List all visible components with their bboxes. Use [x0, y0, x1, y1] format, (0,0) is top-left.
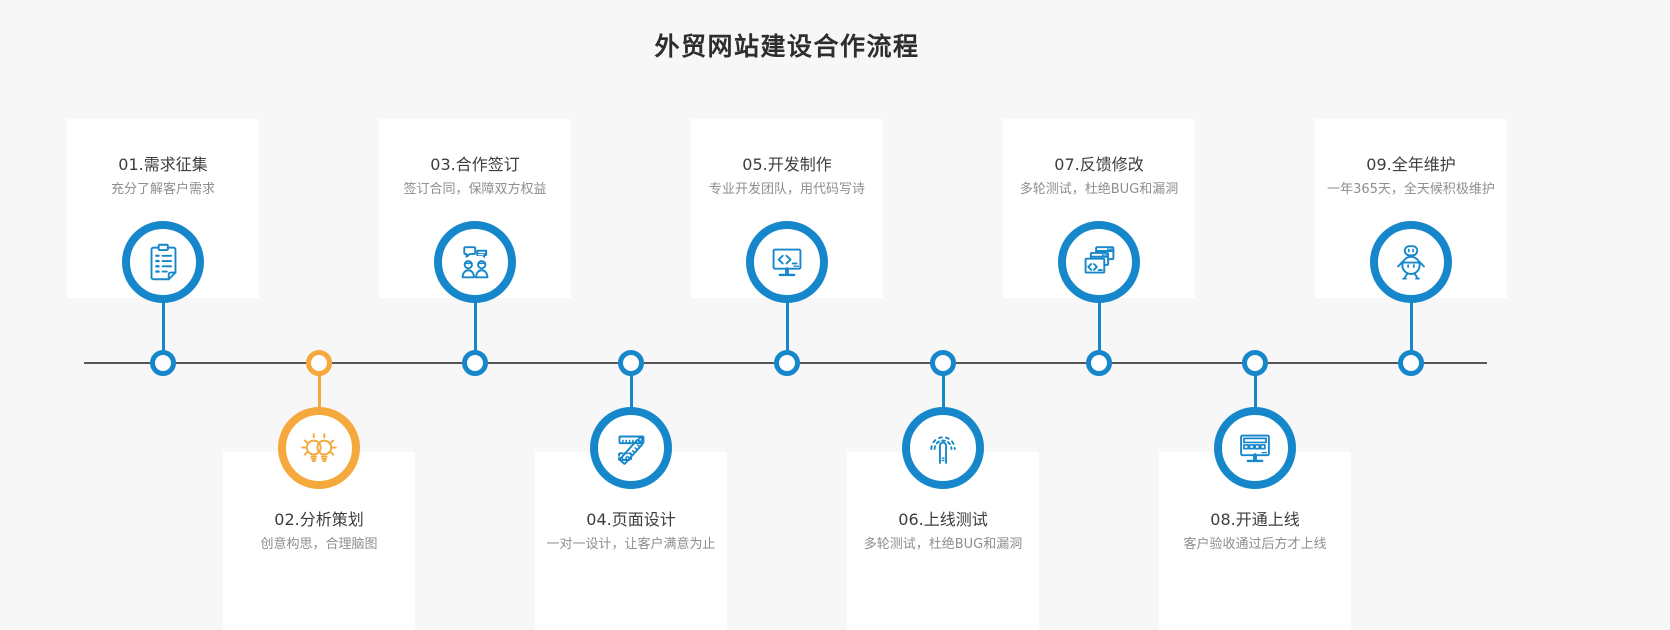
step-icon-circle	[434, 221, 516, 303]
page-title: 外贸网站建设合作流程	[654, 32, 920, 61]
step-description: 签订合同，保障双方权益	[403, 182, 547, 197]
step-title: 02.分析策划	[274, 510, 364, 529]
negotiation-people-icon	[452, 239, 498, 285]
step-title: 05.开发制作	[742, 155, 832, 174]
idea-bulbs-icon	[296, 425, 342, 471]
step-card: 09.全年维护一年365天，全天候积极维护	[1315, 119, 1507, 298]
step-icon-circle	[590, 407, 672, 489]
process-step: 04.页面设计一对一设计，让客户满意为止	[535, 0, 727, 630]
timeline-node	[1398, 350, 1424, 376]
tap-test-icon	[920, 425, 966, 471]
timeline-node	[150, 350, 176, 376]
feedback-windows-icon	[1076, 239, 1122, 285]
step-icon-circle	[1058, 221, 1140, 303]
step-icon-circle	[278, 407, 360, 489]
step-icon-circle	[1370, 221, 1452, 303]
step-title: 09.全年维护	[1366, 155, 1456, 174]
step-description: 多轮测试，杜绝BUG和漏洞	[863, 537, 1023, 552]
step-connector	[785, 300, 789, 352]
process-step: 02.分析策划创意构思，合理脑图	[223, 0, 415, 630]
step-connector	[1409, 300, 1413, 352]
step-card: 04.页面设计一对一设计，让客户满意为止	[535, 452, 727, 630]
timeline-node	[462, 350, 488, 376]
process-step: 09.全年维护一年365天，全天候积极维护	[1315, 0, 1507, 630]
step-icon-circle	[122, 221, 204, 303]
design-rulers-icon	[608, 425, 654, 471]
process-step: 07.反馈修改多轮测试，杜绝BUG和漏洞	[1003, 0, 1195, 630]
step-icon-circle	[902, 407, 984, 489]
step-title: 04.页面设计	[586, 510, 676, 529]
step-card: 08.开通上线客户验收通过后方才上线	[1159, 452, 1351, 630]
step-card: 07.反馈修改多轮测试，杜绝BUG和漏洞	[1003, 119, 1195, 298]
step-title: 06.上线测试	[898, 510, 988, 529]
step-title: 08.开通上线	[1210, 510, 1300, 529]
step-description: 专业开发团队，用代码写诗	[708, 182, 865, 197]
launch-monitor-icon	[1232, 425, 1278, 471]
timeline-node	[930, 350, 956, 376]
step-connector	[161, 300, 165, 352]
process-step: 01.需求征集充分了解客户需求	[67, 0, 259, 630]
step-connector	[473, 300, 477, 352]
step-title: 01.需求征集	[118, 155, 208, 174]
step-description: 充分了解客户需求	[110, 182, 215, 197]
step-description: 创意构思，合理脑图	[260, 537, 378, 552]
step-description: 一对一设计，让客户满意为止	[546, 537, 716, 552]
clipboard-checklist-icon	[140, 239, 186, 285]
step-connector	[629, 374, 633, 410]
step-icon-circle	[746, 221, 828, 303]
step-description: 一年365天，全天候积极维护	[1327, 182, 1495, 197]
process-step: 05.开发制作专业开发团队，用代码写诗	[691, 0, 883, 630]
step-title: 07.反馈修改	[1054, 155, 1144, 174]
process-step: 03.合作签订签订合同，保障双方权益	[379, 0, 571, 630]
step-icon-circle	[1214, 407, 1296, 489]
step-connector	[941, 374, 945, 410]
process-step: 08.开通上线客户验收通过后方才上线	[1159, 0, 1351, 630]
timeline-node	[618, 350, 644, 376]
step-description: 客户验收通过后方才上线	[1183, 537, 1327, 552]
timeline-node	[1242, 350, 1268, 376]
step-connector	[1097, 300, 1101, 352]
timeline-node	[774, 350, 800, 376]
maintenance-robot-icon	[1388, 239, 1434, 285]
step-description: 多轮测试，杜绝BUG和漏洞	[1019, 182, 1179, 197]
step-title: 03.合作签订	[430, 155, 520, 174]
step-connector	[1253, 374, 1257, 410]
code-monitor-icon	[764, 239, 810, 285]
process-step: 06.上线测试多轮测试，杜绝BUG和漏洞	[847, 0, 1039, 630]
timeline-node	[1086, 350, 1112, 376]
step-connector	[317, 374, 321, 410]
timeline-node	[306, 350, 332, 376]
